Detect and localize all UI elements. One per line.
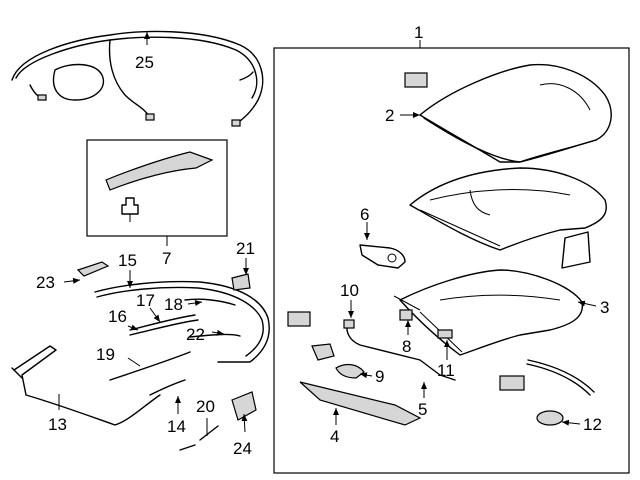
- callout-3: 3: [600, 298, 609, 317]
- leader-lines: [58, 32, 597, 436]
- part-25-wiring-harness: [11, 30, 264, 127]
- part-15-19-seals: [76, 261, 270, 451]
- callout-12: 12: [583, 415, 602, 434]
- callout-23: 23: [36, 273, 55, 292]
- callout-16: 16: [108, 307, 127, 326]
- callout-10: 10: [340, 281, 359, 300]
- callout-24: 24: [233, 439, 252, 458]
- callout-6: 6: [360, 205, 369, 224]
- inset-frame-7: [86, 139, 228, 237]
- callout-8: 8: [402, 337, 411, 356]
- part-10-connector: [343, 319, 355, 329]
- callout-2: 2: [385, 106, 394, 125]
- callout-14: 14: [167, 417, 186, 436]
- part-8-latch: [399, 309, 413, 321]
- callout-labels: 1 2 3 4 5 6 7 8 9 10 11 12 13 14 15 16 1…: [36, 23, 609, 458]
- part-6-motor: [359, 244, 406, 269]
- callout-17: 17: [136, 291, 155, 310]
- assembly-frame: [273, 47, 630, 474]
- part-1-frame-linkage: [409, 167, 607, 269]
- callout-5: 5: [418, 400, 427, 419]
- callout-18: 18: [164, 295, 183, 314]
- part-11-bracket: [437, 329, 453, 339]
- callout-15: 15: [118, 251, 137, 270]
- callout-22: 22: [186, 325, 205, 344]
- part-4-trim-rail: [287, 311, 422, 426]
- part-7-trim-and-bolt: [105, 151, 214, 222]
- part-13-lower-seal: [11, 345, 161, 426]
- callout-4: 4: [330, 427, 339, 446]
- callout-11: 11: [437, 361, 455, 380]
- part-1-top-cover: [404, 63, 612, 163]
- callout-9: 9: [375, 367, 384, 386]
- part-3-headliner: [393, 269, 584, 356]
- callout-20: 20: [196, 397, 215, 416]
- callout-21: 21: [236, 239, 255, 258]
- callout-13: 13: [48, 415, 67, 434]
- callout-19: 19: [96, 345, 115, 364]
- part-12-strip-and-pad: [499, 359, 595, 426]
- part-9-clip: [335, 363, 365, 379]
- callout-25: 25: [135, 53, 154, 72]
- callout-1: 1: [414, 23, 423, 42]
- callout-7: 7: [162, 249, 171, 268]
